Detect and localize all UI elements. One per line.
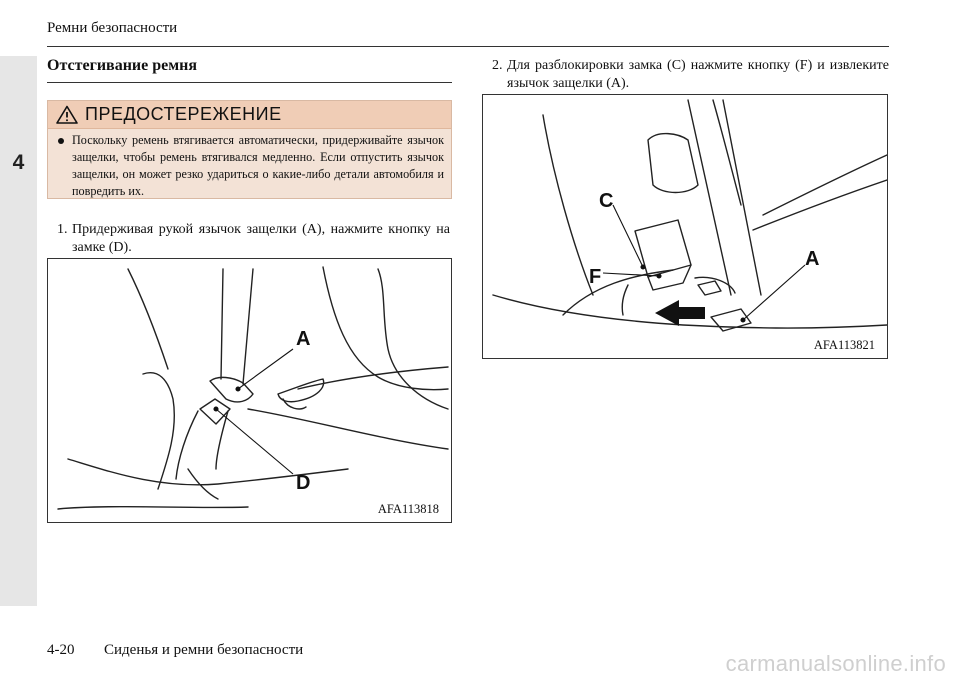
figure-release-tongue: A D AFA113818 bbox=[47, 258, 452, 523]
chapter-number: 4 bbox=[12, 151, 25, 174]
step-2: 2. Для разблокировки замка (C) нажмите к… bbox=[492, 57, 889, 92]
figure-label-f: F bbox=[589, 266, 601, 288]
warning-triangle-icon bbox=[56, 105, 78, 124]
figure-code: AFA113818 bbox=[375, 502, 441, 517]
page-number: 4-20 bbox=[47, 642, 75, 658]
seatbelt-illustration-1: A D bbox=[57, 266, 449, 510]
figure-label-a: A bbox=[296, 328, 310, 350]
figure-label-a: A bbox=[805, 248, 819, 270]
warning-header: ПРЕДОСТЕРЕЖЕНИЕ bbox=[48, 101, 451, 129]
step-text: Придерживая рукой язычок защелки (A), на… bbox=[72, 222, 450, 255]
figure-label-d: D bbox=[296, 472, 310, 494]
header-divider bbox=[47, 46, 889, 47]
warning-title: ПРЕДОСТЕРЕЖЕНИЕ bbox=[85, 104, 282, 124]
step-number: 1. bbox=[57, 222, 68, 237]
step-number: 2. bbox=[492, 58, 503, 73]
bullet-icon bbox=[58, 138, 64, 144]
section-title: Отстегивание ремня bbox=[47, 57, 197, 74]
warning-body: Поскольку ремень втягивается автоматичес… bbox=[58, 132, 444, 200]
chapter-side-tab bbox=[0, 56, 37, 606]
figure-label-c: C bbox=[599, 190, 613, 212]
warning-box: ПРЕДОСТЕРЕЖЕНИЕ Поскольку ремень втягива… bbox=[47, 100, 452, 199]
running-header-title: Ремни безопасности bbox=[47, 20, 178, 36]
warning-text: Поскольку ремень втягивается автоматичес… bbox=[72, 133, 444, 198]
figure-unlock-buckle: C F A AFA113821 bbox=[482, 94, 888, 359]
figure-code: AFA113821 bbox=[811, 338, 877, 353]
section-divider bbox=[47, 82, 452, 83]
watermark: carmanualsonline.info bbox=[725, 651, 946, 676]
push-arrow-icon bbox=[655, 300, 705, 326]
step-text: Для разблокировки замка (C) нажмите кноп… bbox=[507, 58, 889, 91]
seatbelt-illustration-2: C F A bbox=[492, 99, 887, 332]
step-1: 1. Придерживая рукой язычок защелки (A),… bbox=[57, 221, 450, 256]
footer-chapter-title: Сиденья и ремни безопасности bbox=[104, 642, 304, 658]
